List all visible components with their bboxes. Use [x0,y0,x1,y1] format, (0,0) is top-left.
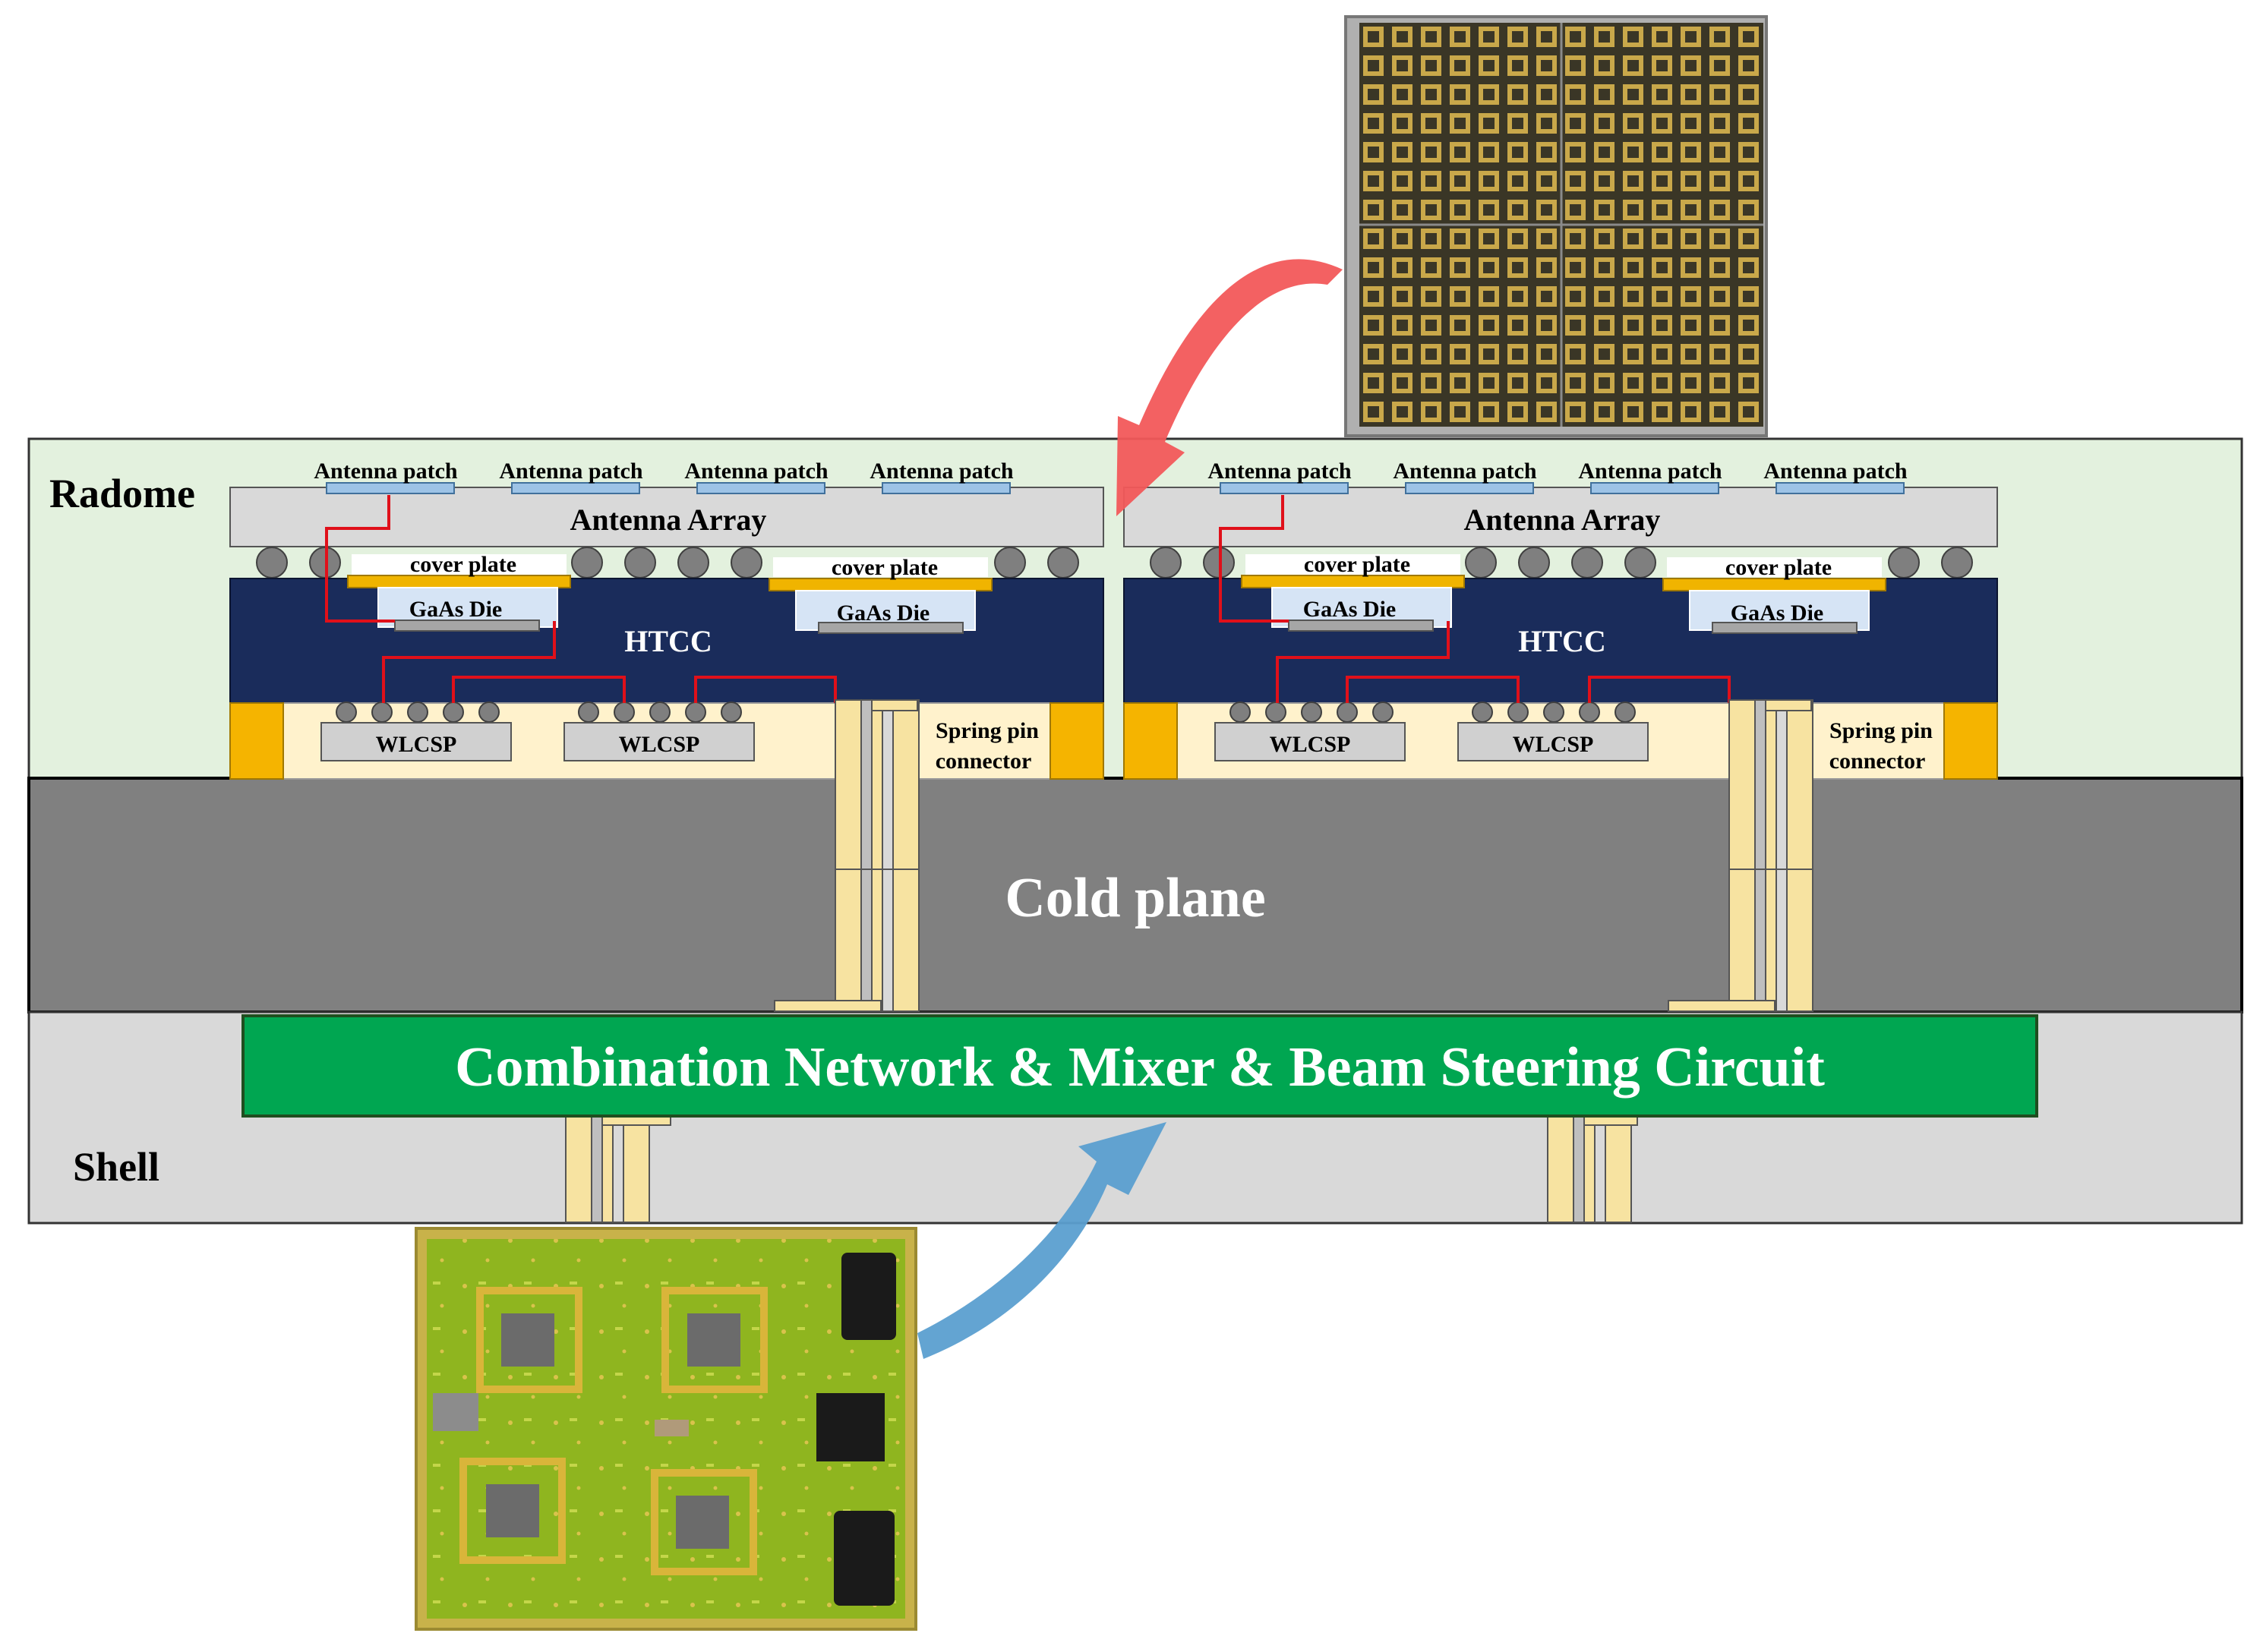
wlcsp-label: WLCSP [376,732,457,757]
combination-board [241,1014,2038,1118]
shell-label: Shell [73,1144,159,1190]
wlcsp-label: WLCSP [1513,732,1594,757]
antenna-patch-label: Antenna patch [870,459,1014,484]
cover-plate-label: cover plate [410,552,516,577]
antenna-patch-label: Antenna patch [684,459,829,484]
htcc-label: HTCC [624,624,712,658]
wlcsp-label: WLCSP [619,732,700,757]
antenna-array-photo [1344,15,1768,437]
red-curved-arrow-icon [1116,259,1343,516]
wlcsp-label: WLCSP [1270,732,1351,757]
blue-curved-arrow-icon [917,1122,1166,1359]
spring-pin-label: Spring pin [1829,718,1933,743]
antenna-array-substrate [229,487,1104,547]
cover-plate-label: cover plate [832,555,938,580]
antenna-patch [882,482,1011,494]
combination-board-label: Combination Network & Mixer & Beam Steer… [455,1036,1825,1099]
gaas-die-label: GaAs Die [1731,601,1824,626]
gaas-die-label: GaAs Die [409,597,503,622]
cover-plate-label: cover plate [1304,552,1410,577]
antenna-array-substrate [1123,487,1998,547]
antenna-patch [1775,482,1905,494]
cold-plane-region [27,777,2243,1014]
antenna-array-label: Antenna Array [570,503,767,537]
gaas-die-label: GaAs Die [837,601,930,626]
antenna-patch-label: Antenna patch [1578,459,1722,484]
antenna-patch-label: Antenna patch [499,459,643,484]
cover-plate-label: cover plate [1725,555,1832,580]
wlcsp-chip [320,722,512,761]
antenna-patch [1405,482,1534,494]
cold-plane-label: Cold plane [1005,867,1265,929]
antenna-patch [326,482,455,494]
module-left [229,482,1104,1012]
antenna-patch [1220,482,1349,494]
gaas-die-label: GaAs Die [1303,597,1397,622]
radome-label: Radome [49,471,195,516]
pcb-photo [415,1227,917,1631]
antenna-patch-label: Antenna patch [314,459,458,484]
module-right [1123,482,1998,1012]
antenna-patch [696,482,825,494]
antenna-patch-label: Antenna patch [1763,459,1908,484]
spring-pin-label: Spring pin [936,718,1039,743]
htcc-label: HTCC [1518,624,1606,658]
antenna-array-label: Antenna Array [1464,503,1661,537]
connector-label: connector [936,749,1032,774]
wlcsp-chip [1457,722,1649,761]
connector-label: connector [1829,749,1926,774]
antenna-patch-label: Antenna patch [1207,459,1352,484]
antenna-patch [511,482,640,494]
wlcsp-chip [563,722,755,761]
wlcsp-chip [1214,722,1406,761]
antenna-patch [1590,482,1719,494]
antenna-patch-label: Antenna patch [1393,459,1537,484]
